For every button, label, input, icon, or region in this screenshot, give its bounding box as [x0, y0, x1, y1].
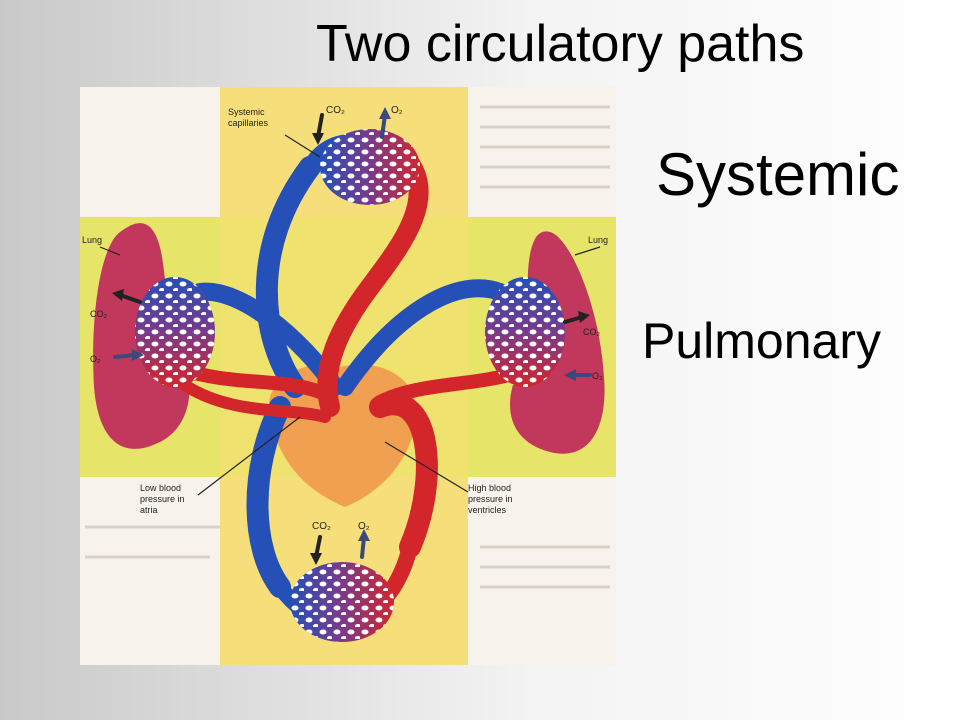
leader-lines [99, 134, 601, 496]
systemic-capillaries-top [320, 129, 420, 205]
o2-right-label: O₂ [592, 371, 603, 381]
co2-right-label: CO₂ [583, 327, 601, 337]
high-pressure-label-1: High blood [468, 483, 511, 493]
systemic-capillaries-label-1: Systemic [228, 107, 265, 117]
slide-title: Two circulatory paths [316, 15, 805, 73]
background-text-lines [85, 105, 610, 589]
high-pressure-label-3: ventricles [468, 505, 507, 515]
lung-left-label: Lung [82, 235, 102, 245]
systemic-capillaries-label-2: capillaries [228, 118, 269, 128]
circulation-diagram: Systemic capillaries CO₂ O₂ Lung Lung CO… [80, 87, 616, 665]
low-pressure-label-2: pressure in [140, 494, 185, 504]
pulmonary-label: Pulmonary [642, 313, 881, 369]
high-pressure-label-2: pressure in [468, 494, 513, 504]
o2-top-label: O₂ [391, 105, 403, 116]
o2-bottom-label: O₂ [358, 521, 370, 532]
co2-bottom-label: CO₂ [312, 521, 331, 532]
low-pressure-label-1: Low blood [140, 483, 181, 493]
systemic-label: Systemic [656, 141, 900, 208]
co2-left-label: CO₂ [90, 309, 108, 319]
co2-top-label: CO₂ [326, 105, 345, 116]
gas-exchange-arrows [112, 107, 592, 565]
pulmonary-capillaries-left [135, 277, 215, 387]
systemic-capillaries-bottom [290, 562, 394, 642]
o2-left-label: O₂ [90, 354, 101, 364]
pulmonary-capillaries-right [485, 277, 565, 387]
deoxygenated-vessels [191, 134, 509, 624]
lung-right-label: Lung [588, 235, 608, 245]
low-pressure-label-3: atria [140, 505, 158, 515]
circulation-svg: Systemic capillaries CO₂ O₂ Lung Lung CO… [80, 87, 616, 665]
